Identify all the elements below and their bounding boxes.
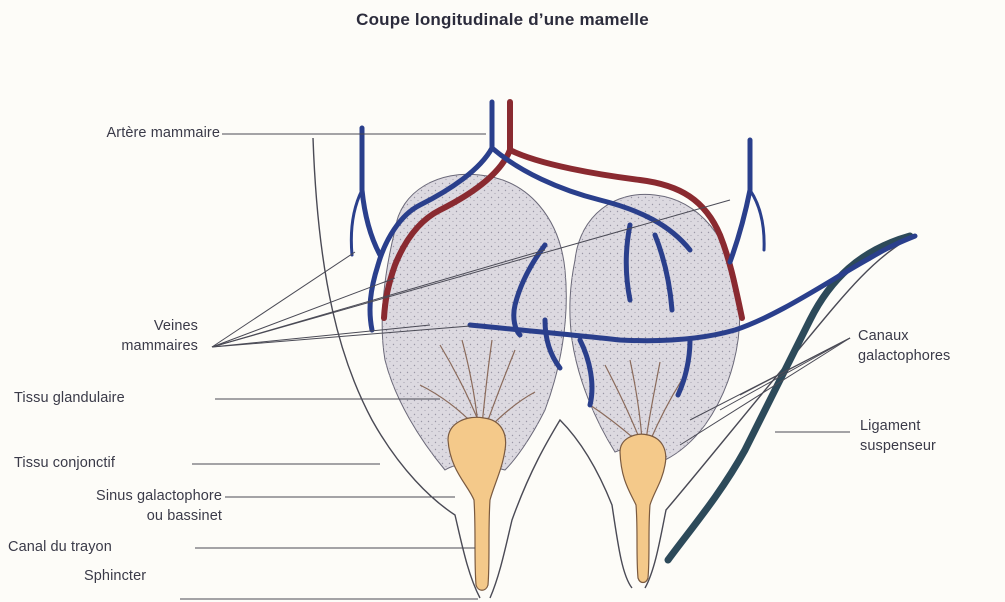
label-veines-line1: Veines — [70, 318, 198, 335]
label-canaux-line2: galactophores — [858, 348, 950, 365]
label-artere-mammaire: Artère mammaire — [20, 125, 220, 142]
right-sinus-and-teat-canal — [620, 434, 666, 582]
label-tissu-glandulaire: Tissu glandulaire — [14, 390, 125, 407]
label-sinus-line2: ou bassinet — [10, 508, 222, 525]
label-sinus-line1: Sinus galactophore — [10, 488, 222, 505]
label-sphincter: Sphincter — [84, 568, 146, 585]
left-sinus-and-teat-canal — [448, 417, 506, 590]
label-ligament-line2: suspenseur — [860, 438, 936, 455]
label-canaux-line1: Canaux — [858, 328, 909, 345]
label-canal-du-trayon: Canal du trayon — [8, 539, 112, 556]
label-tissu-conjonctif: Tissu conjonctif — [14, 455, 115, 472]
label-veines-line2: mammaires — [70, 338, 198, 355]
label-ligament-line1: Ligament — [860, 418, 920, 435]
